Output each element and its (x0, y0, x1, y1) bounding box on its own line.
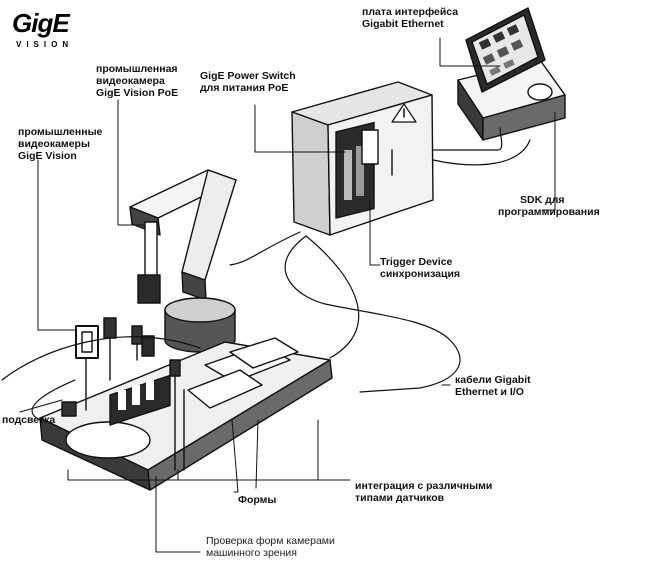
gige-vision-logo-wordmark: GigE (12, 8, 70, 38)
label-sdk: SDK для программирования (498, 194, 600, 218)
label-sensors-line: интеграция с различными (355, 480, 493, 492)
label-poe-camera-line: видеокамера (96, 75, 165, 87)
label-cables-line: кабели Gigabit (455, 374, 531, 386)
label-inspection-line: Проверка форм камерами (206, 535, 335, 547)
label-trigger: Trigger Device синхронизация (380, 256, 460, 280)
label-inspection-line: машинного зрения (206, 547, 297, 559)
label-poe-switch-line: GigE Power Switch (200, 70, 296, 82)
label-sensors: интеграция с различными типами датчиков (355, 480, 492, 504)
label-poe-camera-line: промышленная (96, 63, 178, 75)
label-forms-line: Формы (238, 494, 277, 506)
label-poe-camera: промышленная видеокамера GigE Vision PoE (96, 63, 178, 99)
label-lighting-line: подсветка (2, 414, 56, 426)
label-sensors-line: типами датчиков (355, 492, 445, 504)
label-interface-card-line: Gigabit Ethernet (362, 18, 444, 30)
label-sdk-line: программирования (498, 206, 600, 218)
computer-illustration (457, 7, 566, 141)
conveyor-table-illustration (39, 337, 333, 491)
label-gige-cameras-line: видеокамеры (18, 138, 90, 150)
label-trigger-line: синхронизация (380, 268, 461, 280)
label-forms: Формы (238, 494, 276, 506)
label-poe-switch-line: для питания PoE (200, 82, 289, 94)
label-gige-cameras-line: промышленные (18, 126, 103, 138)
label-cables-line: Ethernet и I/O (455, 386, 524, 398)
gige-vision-logo: GigE VISION (12, 8, 102, 52)
label-interface-card-line: плата интерфейса (362, 6, 459, 18)
robot-arm-illustration (129, 169, 237, 353)
leader-lines (19, 37, 556, 553)
poe-switch-illustration (291, 81, 434, 236)
label-lighting: подсветка (2, 414, 55, 426)
label-trigger-line: Trigger Device (380, 256, 453, 268)
label-inspection: Проверка форм камерами машинного зрения (206, 535, 335, 559)
label-sdk-line: SDK для (520, 194, 565, 206)
gige-vision-logo-subtitle: VISION (16, 40, 74, 49)
cables-illustration (1, 127, 531, 421)
label-cables: кабели Gigabit Ethernet и I/O (455, 374, 531, 398)
label-gige-cameras: промышленные видеокамеры GigE Vision (18, 126, 102, 162)
label-poe-camera-line: GigE Vision PoE (96, 87, 179, 99)
label-poe-switch: GigE Power Switch для питания PoE (200, 70, 296, 94)
label-gige-cameras-line: GigE Vision (18, 150, 77, 162)
label-interface-card: плата интерфейса Gigabit Ethernet (362, 6, 458, 30)
